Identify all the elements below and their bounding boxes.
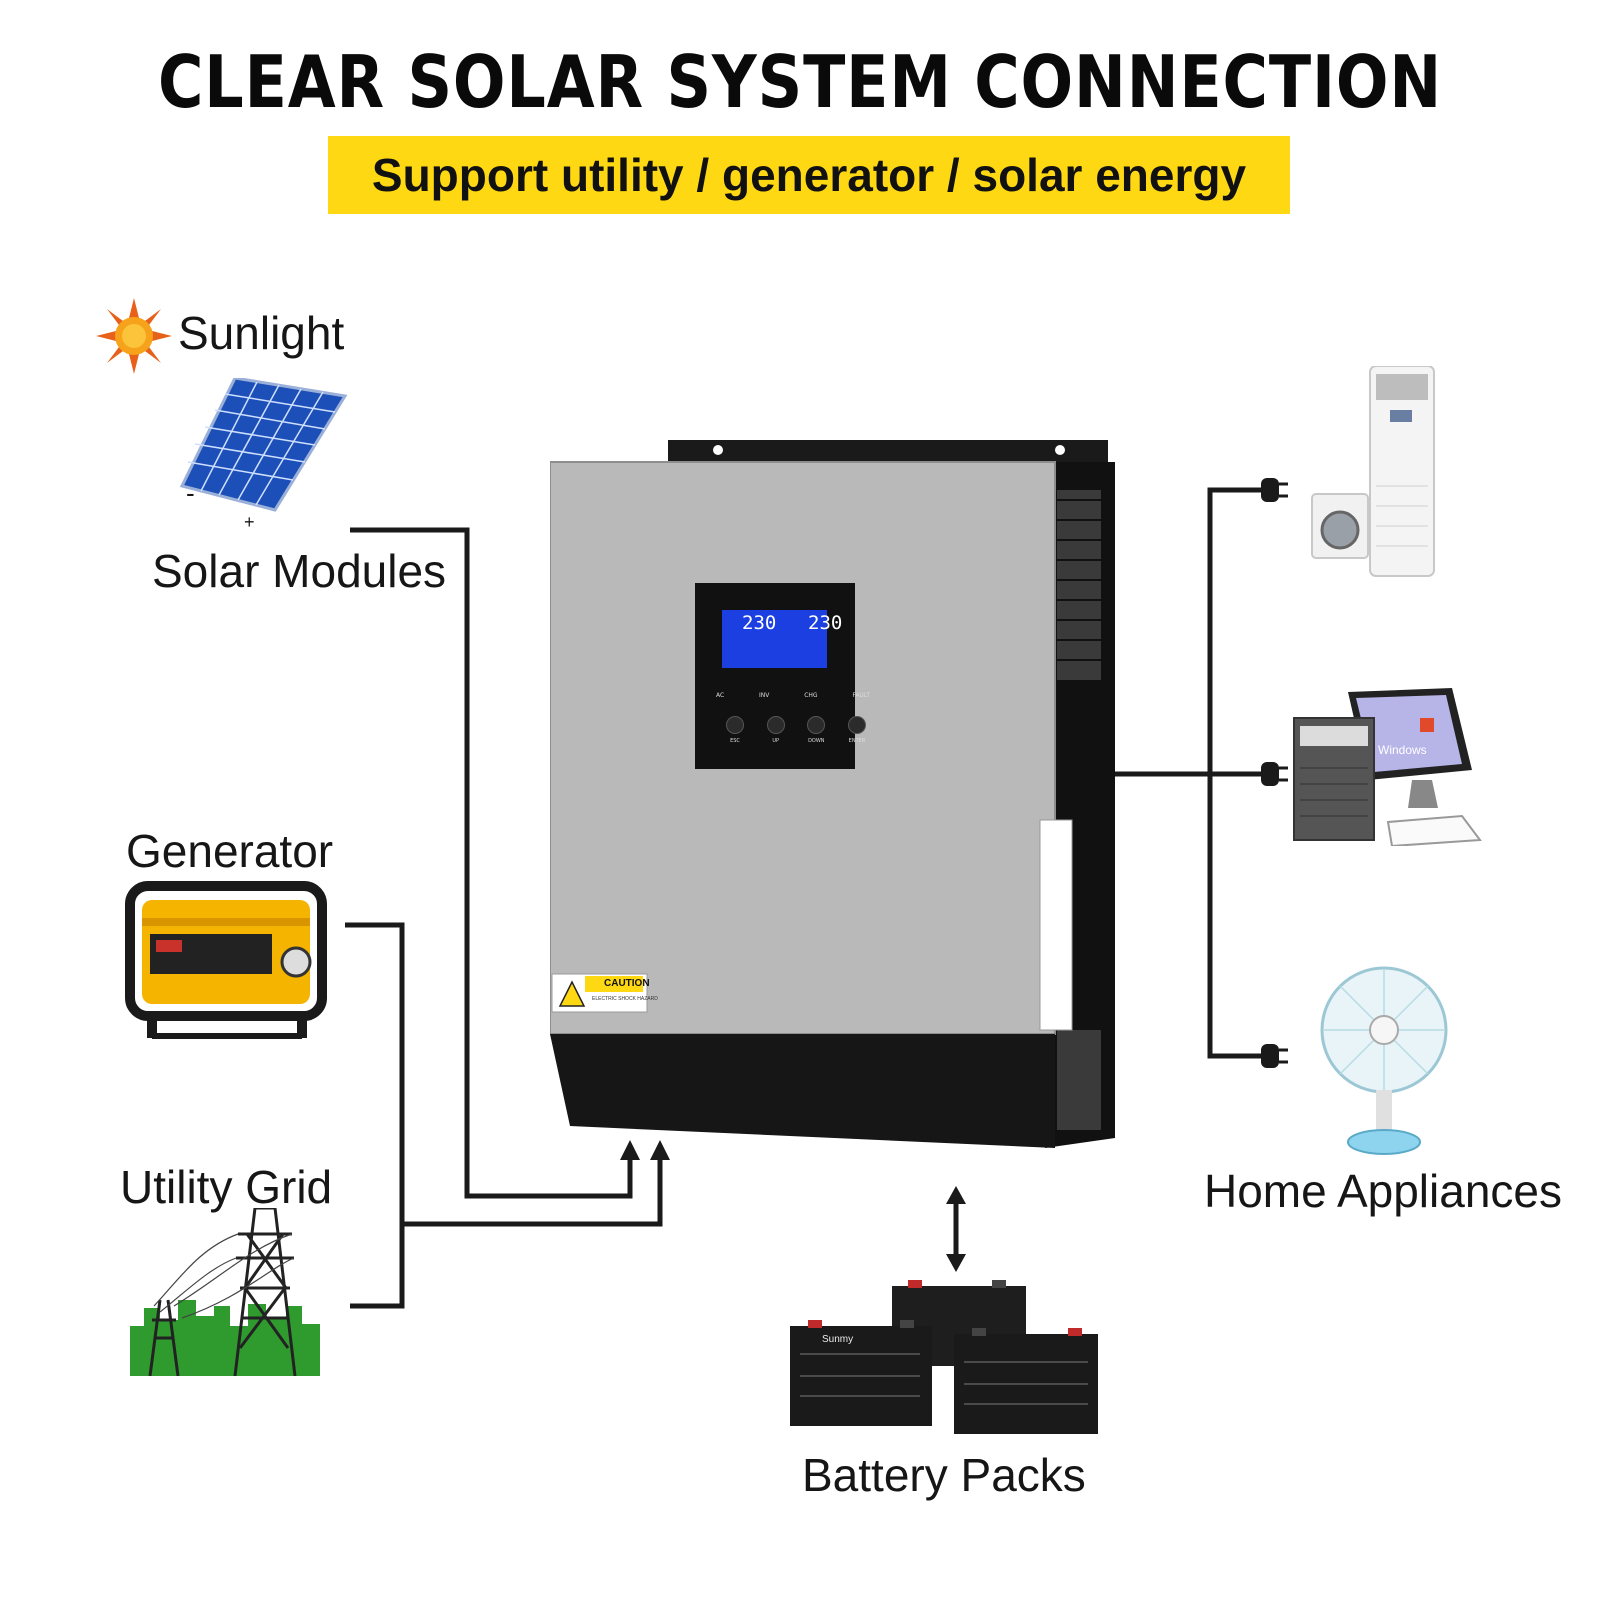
sunlight-label: Sunlight xyxy=(178,307,345,359)
grid-wire xyxy=(402,1148,663,1227)
desktop-computer-icon xyxy=(1293,688,1482,846)
sun-icon xyxy=(96,298,172,374)
battery-arrow-up-icon xyxy=(946,1186,966,1204)
led-inv-label: INV xyxy=(759,692,770,699)
subtitle-text: Support utility / generator / solar ener… xyxy=(371,149,1247,201)
utility-grid-label: Utility Grid xyxy=(120,1161,333,1213)
enter-button-label: ENTER xyxy=(848,738,866,744)
plug-icon xyxy=(1261,762,1288,786)
solar-modules-label: Solar Modules xyxy=(152,545,447,597)
esc-button-label: ESC xyxy=(730,738,740,744)
home-appliances-label: Home Appliances xyxy=(1204,1165,1562,1217)
down-button-label: DOWN xyxy=(808,738,825,744)
caution-note: ELECTRIC SHOCK HAZARD xyxy=(592,996,658,1002)
panel-plus-label: + xyxy=(244,512,255,532)
inverter-buttons: ESC UP DOWN ENTER xyxy=(726,716,866,744)
battery-icon xyxy=(954,1328,1098,1434)
solar-wire xyxy=(350,527,633,1199)
output-bus xyxy=(1207,487,1263,1059)
led-chg-label: CHG xyxy=(804,692,818,699)
up-button[interactable]: UP xyxy=(766,716,785,744)
page-title: CLEAR SOLAR SYSTEM CONNECTION xyxy=(157,40,1443,124)
plug-icon xyxy=(1261,478,1288,502)
plug-icon xyxy=(1261,1044,1288,1068)
solar-panel-icon xyxy=(180,378,348,512)
air-conditioner-icon xyxy=(1311,366,1435,577)
grid-arrow-icon xyxy=(650,1140,670,1160)
generator-wire xyxy=(345,922,405,1309)
battery-arrow-down-icon xyxy=(946,1254,966,1272)
enter-button[interactable]: ENTER xyxy=(847,716,866,744)
electric-fan-icon xyxy=(1320,966,1448,1155)
generator-icon xyxy=(125,881,327,1039)
led-ac-label: AC xyxy=(716,692,725,699)
windows-logo-text: Windows xyxy=(1378,743,1427,757)
lcd-output-voltage: 230 xyxy=(808,612,843,634)
panel-minus-label: - xyxy=(186,478,195,508)
esc-button[interactable]: ESC xyxy=(726,716,744,744)
generator-label: Generator xyxy=(126,825,334,877)
battery-packs-icon xyxy=(790,1280,1098,1434)
caution-label: CAUTION xyxy=(604,978,650,989)
hybrid-inverter xyxy=(550,440,1115,1148)
led-indicators: AC INV CHG FAULT xyxy=(716,692,870,699)
power-tower-icon xyxy=(130,1208,320,1376)
led-fault-label: FAULT xyxy=(852,692,870,699)
up-button-label: UP xyxy=(772,738,779,744)
subtitle-banner: Support utility / generator / solar ener… xyxy=(328,136,1290,214)
solar-arrow-icon xyxy=(620,1140,640,1160)
battery-brand-label: Sunmy xyxy=(822,1334,854,1345)
lcd-input-voltage: 230 xyxy=(742,612,777,634)
battery-packs-label: Battery Packs xyxy=(802,1449,1086,1501)
battery-icon xyxy=(790,1320,932,1426)
down-button[interactable]: DOWN xyxy=(807,716,826,744)
